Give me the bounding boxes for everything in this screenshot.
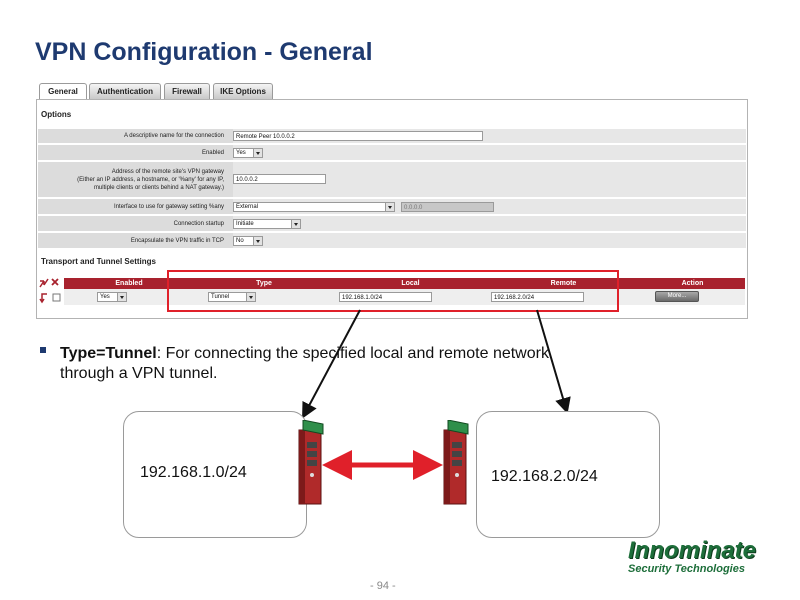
- option-row-interface: Interface to use for gateway setting %an…: [38, 199, 746, 215]
- encapsulate-select[interactable]: No: [233, 236, 263, 246]
- options-section-title: Options: [41, 110, 72, 119]
- startup-cell: Initiate: [233, 216, 746, 231]
- interface-select-value: External: [236, 204, 259, 210]
- chevron-down-icon: [253, 149, 262, 157]
- option-row-gateway: Address of the remote site's VPN gateway…: [38, 162, 746, 198]
- gateway-label: Address of the remote site's VPN gateway…: [38, 162, 228, 197]
- connection-name-label: A descriptive name for the connection: [123, 133, 224, 139]
- insert-row-icon[interactable]: [39, 293, 47, 304]
- company-logo: Innominate: [628, 537, 757, 564]
- gateway-label-line2: (Either an IP address, a hostname, or '%…: [77, 176, 224, 183]
- gateway-label-line1: Address of the remote site's VPN gateway: [111, 168, 224, 175]
- header-local: Local: [401, 280, 420, 287]
- header-action: Action: [681, 280, 704, 287]
- left-network-label: 192.168.1.0/24: [140, 464, 247, 481]
- header-type: Type: [256, 280, 272, 287]
- page-number: - 94 -: [370, 580, 396, 592]
- router-icon: [443, 420, 469, 505]
- chevron-down-icon: [385, 203, 394, 211]
- delete-icon[interactable]: [51, 278, 59, 286]
- encapsulate-label: Encapsulate the VPN traffic in TCP: [130, 237, 224, 244]
- bullet-icon: [40, 347, 46, 353]
- chevron-down-icon: [246, 293, 255, 301]
- row-remote-input[interactable]: 192.168.2.0/24: [491, 292, 584, 302]
- option-row-startup: Connection startup Initiate: [38, 216, 746, 232]
- interface-select[interactable]: External: [233, 202, 395, 212]
- option-row-enabled: Enabled Yes: [38, 145, 746, 161]
- bullet-line2: through a VPN tunnel.: [60, 365, 218, 382]
- tab-authentication[interactable]: Authentication: [89, 83, 161, 99]
- row-action-icons: [39, 278, 59, 288]
- encapsulate-select-value: No: [236, 238, 244, 244]
- tab-general[interactable]: General: [39, 83, 87, 100]
- tab-ike-options[interactable]: IKE Options: [213, 83, 273, 99]
- tab-firewall[interactable]: Firewall: [164, 83, 210, 99]
- arrow-local: [302, 309, 361, 419]
- left-network-box: 192.168.1.0/24: [123, 411, 307, 538]
- enabled-select[interactable]: Yes: [233, 148, 263, 158]
- highlight-box: [167, 270, 619, 312]
- gateway-input[interactable]: 10.0.0.2: [233, 174, 326, 184]
- header-enabled: Enabled: [115, 280, 143, 287]
- gateway-cell: 10.0.0.2: [233, 162, 746, 197]
- row-enabled-value: Yes: [100, 294, 110, 300]
- row-type-select[interactable]: Tunnel: [208, 292, 256, 302]
- right-network-box: 192.168.2.0/24: [476, 411, 660, 538]
- interface-label: Interface to use for gateway setting %an…: [113, 203, 224, 210]
- connection-name-input[interactable]: Remote Peer 10.0.0.2: [233, 131, 483, 141]
- encapsulate-cell: No: [233, 233, 746, 248]
- enabled-label: Enabled: [201, 149, 224, 156]
- chevron-down-icon: [117, 293, 126, 301]
- bullet-keyword: Type=Tunnel: [60, 345, 157, 362]
- option-row-encapsulate: Encapsulate the VPN traffic in TCP No: [38, 233, 746, 249]
- startup-select-value: Initiate: [236, 221, 254, 227]
- vpn-settings-panel: Options A descriptive name for the conne…: [36, 99, 748, 319]
- move-icon[interactable]: [39, 278, 49, 288]
- option-row-connection-name: A descriptive name for the connection Re…: [38, 129, 746, 144]
- company-tagline: Security Technologies: [628, 563, 745, 575]
- right-network-label: 192.168.2.0/24: [491, 468, 598, 485]
- row-local-input[interactable]: 192.168.1.0/24: [339, 292, 432, 302]
- startup-select[interactable]: Initiate: [233, 219, 301, 229]
- router-icon: [298, 420, 324, 505]
- enabled-cell: Yes: [233, 145, 746, 160]
- chevron-down-icon: [253, 237, 262, 245]
- transport-section-title: Transport and Tunnel Settings: [41, 257, 156, 266]
- enabled-select-value: Yes: [236, 150, 246, 156]
- more-button[interactable]: More...: [655, 291, 699, 302]
- interface-cell: External 0.0.0.0: [233, 199, 746, 214]
- table-row: Yes Tunnel 192.168.1.0/24 192.168.2.0/24…: [64, 289, 745, 305]
- row-checkbox[interactable]: [52, 293, 61, 302]
- startup-label: Connection startup: [173, 220, 224, 227]
- interface-ip-input: 0.0.0.0: [401, 202, 494, 212]
- arrow-remote: [536, 309, 571, 414]
- transport-table-header: Enabled Type Local Remote Action: [64, 278, 745, 289]
- row-enabled-select[interactable]: Yes: [97, 292, 127, 302]
- connection-name-cell: Remote Peer 10.0.0.2: [233, 129, 746, 143]
- gateway-label-line3: multiple clients or clients behind a NAT…: [93, 184, 224, 191]
- bullet-text: Type=Tunnel: For connecting the specifie…: [60, 344, 760, 384]
- row-icons: [39, 293, 61, 304]
- chevron-down-icon: [291, 220, 300, 228]
- bullet-line1: : For connecting the specified local and…: [156, 345, 549, 362]
- header-remote: Remote: [550, 280, 577, 287]
- row-type-value: Tunnel: [211, 294, 230, 300]
- slide-title: VPN Configuration - General: [35, 38, 373, 66]
